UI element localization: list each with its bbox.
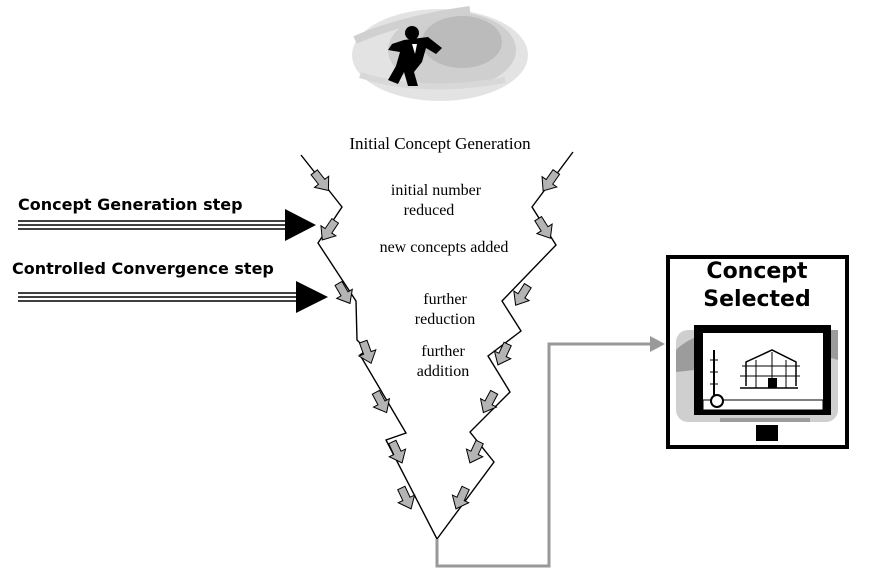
gray-arrow-icon	[354, 338, 381, 367]
selection-connector	[435, 336, 665, 568]
concept-generation-step-label: Concept Generation step	[18, 195, 243, 214]
new-concepts-added-label: new concepts added	[379, 239, 509, 256]
gray-arrow-icon	[392, 483, 420, 514]
gray-arrow-icon	[306, 166, 336, 197]
reduced-text: reduced	[403, 202, 455, 219]
gray-arrow-icon	[507, 280, 536, 311]
initial-number-reduced-label: initial number reduced	[366, 181, 506, 221]
convergence-step-arrow	[18, 281, 328, 313]
further-reduction-label: further reduction	[390, 290, 500, 330]
further-text: further	[423, 291, 467, 308]
initial-number-text: initial number	[390, 182, 482, 199]
reduction-text: reduction	[414, 311, 476, 328]
controlled-convergence-step-label: Controlled Convergence step	[12, 259, 274, 278]
blueprint-house-icon	[676, 325, 838, 441]
selected-text: Selected	[703, 287, 811, 312]
addition-text: addition	[416, 363, 470, 380]
concept-selected-title: Concept Selected	[672, 258, 842, 314]
further-addition-label: further addition	[388, 342, 498, 382]
concept-text: Concept	[706, 259, 808, 284]
further-text: further	[421, 343, 465, 360]
initial-concept-generation-label: Initial Concept Generation	[349, 134, 531, 153]
gray-arrow-icon	[461, 437, 489, 468]
generation-step-arrow	[18, 209, 316, 241]
businessman-icon	[352, 6, 528, 101]
gray-arrow-icon	[447, 483, 475, 514]
